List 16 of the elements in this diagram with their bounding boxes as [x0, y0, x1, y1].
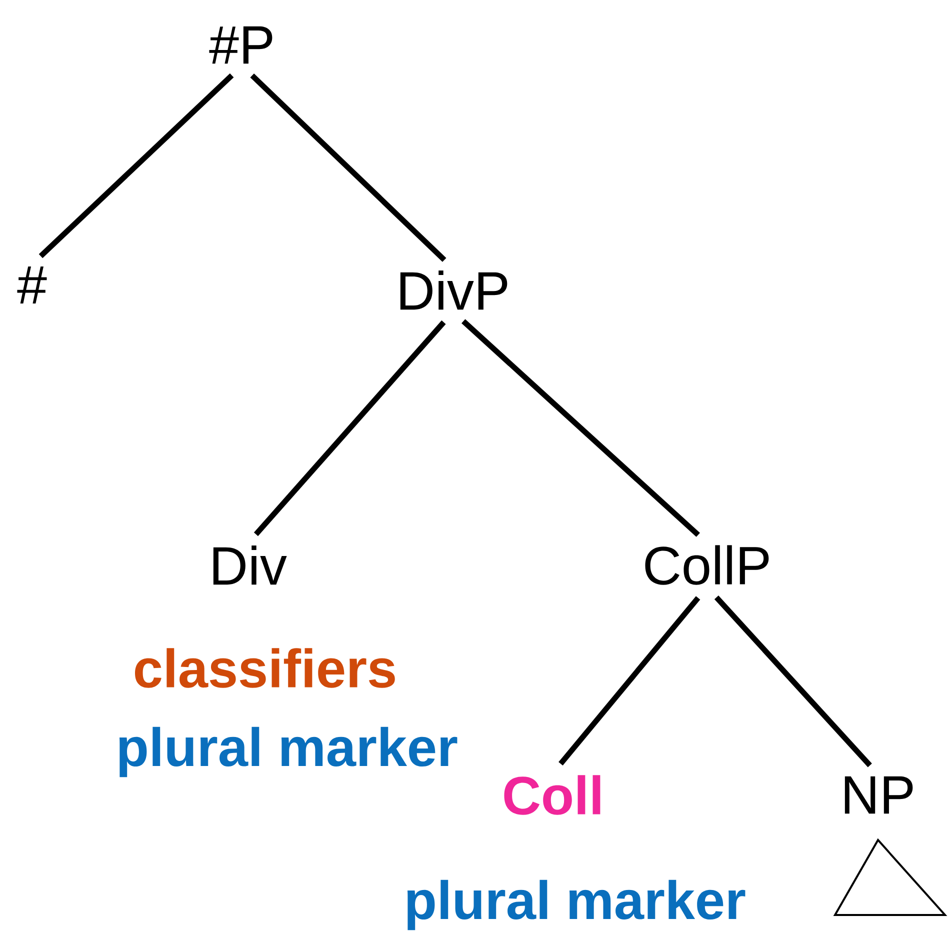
tree-label: #: [17, 266, 47, 304]
branch-line: [250, 73, 446, 262]
branch-line: [462, 319, 700, 537]
branch-line: [254, 320, 446, 536]
tree-label: NP: [844, 776, 913, 814]
feature-label: classifiers: [135, 648, 395, 688]
tree-label: CollP: [645, 545, 769, 585]
feature-label: plural marker: [119, 726, 458, 778]
tree-label: #P: [209, 26, 272, 64]
feature-label: plural marker: [407, 880, 746, 930]
tree-label: Coll: [504, 775, 600, 815]
tree-label: Div: [213, 545, 287, 585]
branch-line: [558, 596, 700, 766]
branch-line: [714, 596, 872, 768]
branch-line: [38, 73, 234, 258]
tree-label: DivP: [400, 270, 508, 310]
